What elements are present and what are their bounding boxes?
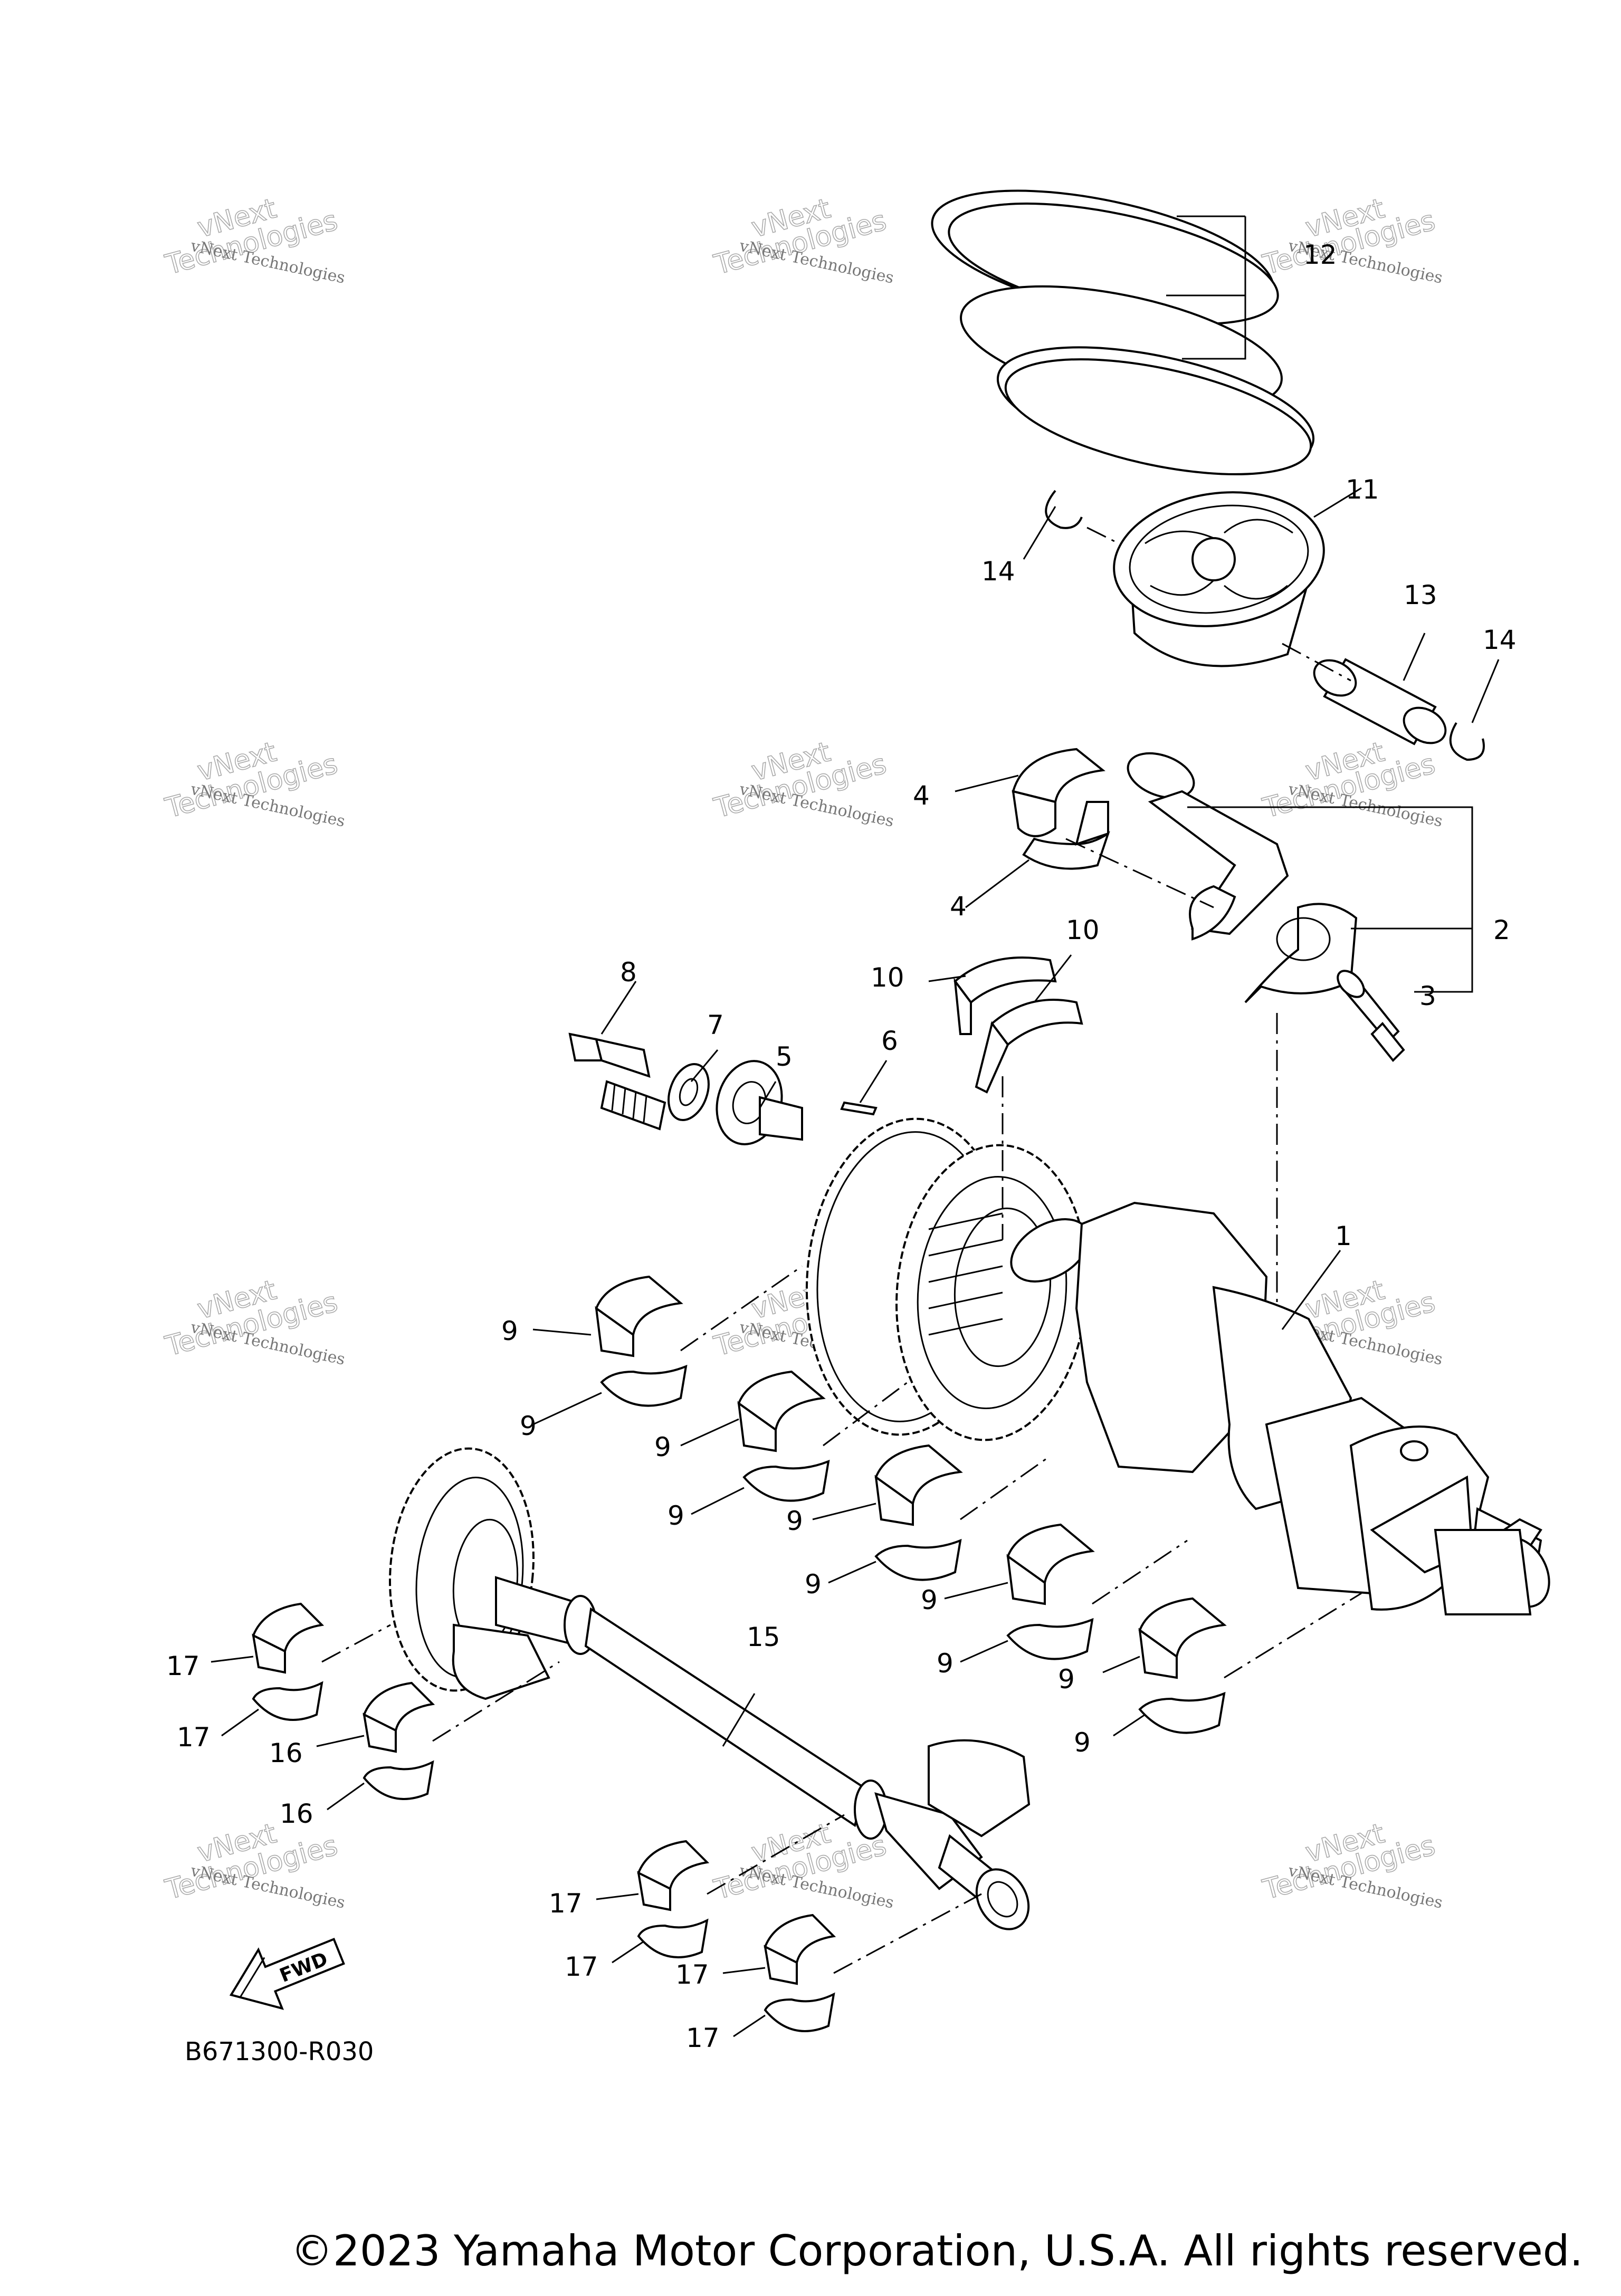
watermark-bottom-right: vNext Technologies vNext Technologies xyxy=(1259,1817,1444,1912)
callout-17-f: 17 xyxy=(686,2023,720,2053)
callout-8: 8 xyxy=(620,957,637,988)
diagram-code: B671300-R030 xyxy=(185,2037,374,2067)
callout-6: 6 xyxy=(881,1026,898,1056)
callout-12: 12 xyxy=(1303,240,1337,270)
callout-14-right: 14 xyxy=(1483,625,1517,655)
callout-9-b: 9 xyxy=(520,1411,537,1441)
callout-1: 1 xyxy=(1335,1221,1352,1251)
callout-11: 11 xyxy=(1346,474,1379,505)
watermark-bottom-left: vNext Technologies vNext Technologies xyxy=(161,1817,347,1912)
callout-2: 2 xyxy=(1493,915,1510,945)
balancer-bearings-16 xyxy=(363,1681,435,1800)
crank-main-bearings xyxy=(595,1275,1227,1734)
stud-bolt xyxy=(568,1032,666,1131)
callout-3: 3 xyxy=(1419,981,1436,1011)
callout-9-e: 9 xyxy=(786,1506,803,1536)
connecting-rod xyxy=(1127,752,1358,1003)
callout-13: 13 xyxy=(1404,580,1437,610)
piston-rings xyxy=(931,189,1315,475)
callout-10-left: 10 xyxy=(871,962,904,993)
callout-15: 15 xyxy=(747,1622,780,1652)
watermark-low-left: vNext Technologies vNext Technologies xyxy=(161,1274,347,1369)
callout-17-c: 17 xyxy=(549,1888,583,1919)
copyright-notice: ©2023 Yamaha Motor Corporation, U.S.A. A… xyxy=(290,2226,1583,2275)
assembly-centerlines xyxy=(321,527,1362,1974)
callout-9-h: 9 xyxy=(937,1648,953,1679)
callout-17-b: 17 xyxy=(177,1722,211,1753)
callout-17-e: 17 xyxy=(675,1959,709,1990)
callout-labels: 1 2 3 4 4 5 6 7 8 9 9 9 9 9 9 9 9 9 9 10… xyxy=(166,240,1517,2053)
leader-lines xyxy=(211,215,1500,2037)
balancer-bearings-17 xyxy=(252,1602,836,2032)
balancer-shaft xyxy=(389,1447,1031,1930)
circlip-left xyxy=(1045,490,1083,529)
main-bearings-top xyxy=(953,956,1083,1094)
callout-9-c: 9 xyxy=(654,1432,671,1462)
conrod-bearings xyxy=(1012,748,1110,870)
callout-9-i: 9 xyxy=(1058,1664,1075,1695)
callout-7: 7 xyxy=(707,1010,724,1040)
callout-9-g: 9 xyxy=(921,1585,938,1615)
circlip-right xyxy=(1449,722,1485,761)
watermark-top-right: vNext Technologies vNext Technologies xyxy=(1259,192,1444,287)
callout-17-a: 17 xyxy=(166,1651,200,1681)
dowel-pin xyxy=(840,1101,878,1116)
callout-4-lower: 4 xyxy=(950,891,967,922)
watermark-mid-left: vNext Technologies vNext Technologies xyxy=(161,735,347,830)
callout-16-lower: 16 xyxy=(280,1798,313,1829)
callout-17-d: 17 xyxy=(565,1951,598,1982)
crankshaft xyxy=(1010,1201,1550,1615)
callout-14-left: 14 xyxy=(981,556,1015,587)
watermark-top-center: vNext Technologies vNext Technologies xyxy=(710,192,895,287)
watermark-mid-right: vNext Technologies vNext Technologies xyxy=(1259,735,1444,830)
callout-4-upper: 4 xyxy=(913,780,930,811)
watermark-mid-center: vNext Technologies vNext Technologies xyxy=(710,735,895,830)
callout-5: 5 xyxy=(776,1041,793,1072)
primary-drive-gear xyxy=(805,1117,1089,1441)
callout-9-a: 9 xyxy=(501,1316,518,1346)
piston xyxy=(1113,491,1325,667)
forward-direction-arrow: FWD xyxy=(229,1938,345,2010)
callout-9-d: 9 xyxy=(668,1500,684,1531)
conrod-bolt xyxy=(1337,970,1405,1062)
small-gear xyxy=(716,1060,803,1145)
washer xyxy=(668,1063,710,1122)
callout-10-right: 10 xyxy=(1066,915,1100,945)
callout-9-j: 9 xyxy=(1074,1727,1091,1758)
callout-9-f: 9 xyxy=(805,1569,822,1600)
piston-pin xyxy=(1313,658,1447,745)
watermark-top-left: vNext Technologies vNext Technologies xyxy=(161,192,347,287)
callout-16-upper: 16 xyxy=(269,1738,303,1768)
